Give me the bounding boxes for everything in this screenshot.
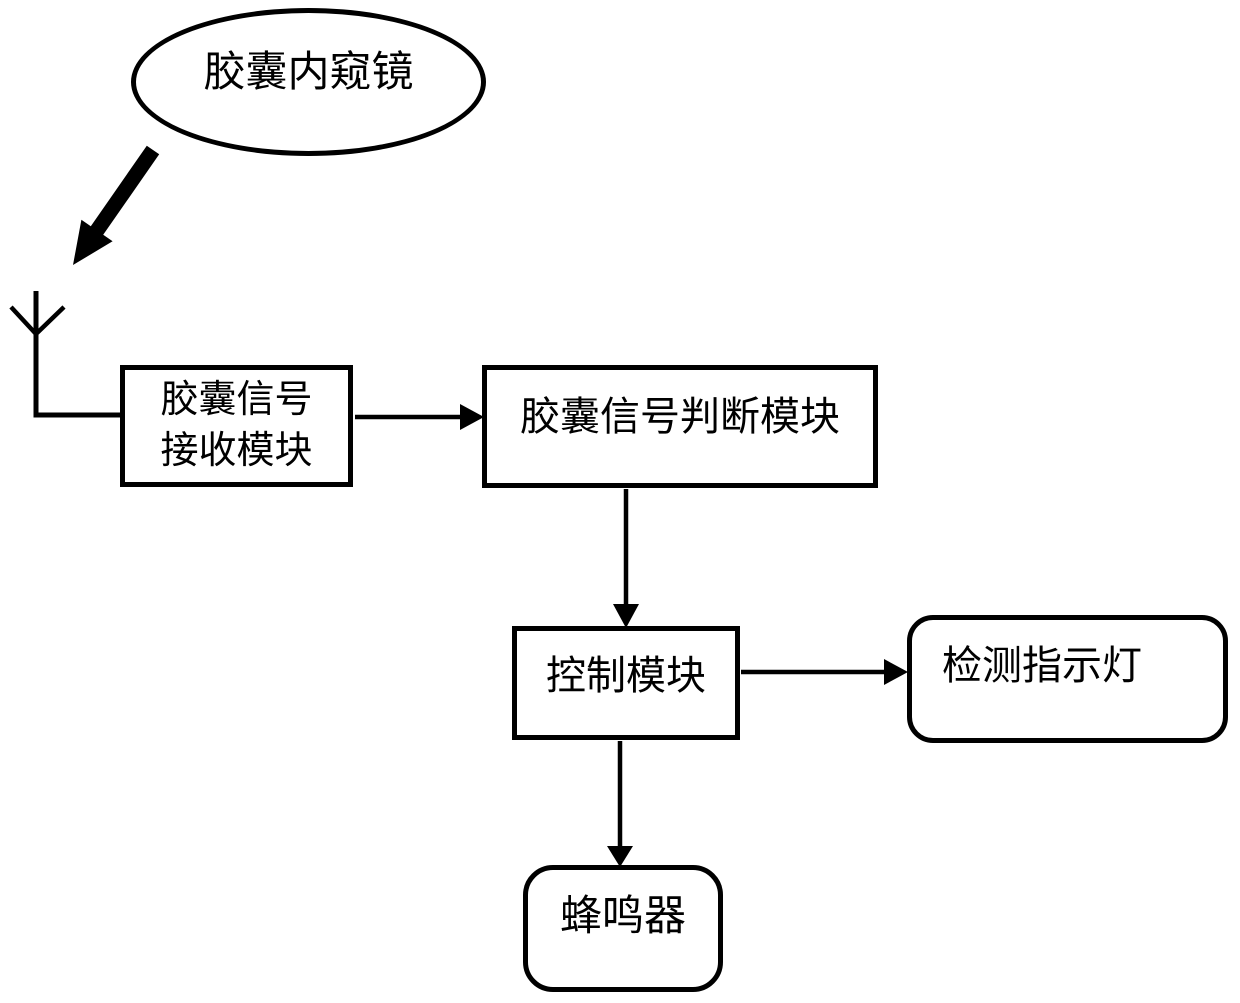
node-control-module: 控制模块 — [512, 626, 740, 740]
receiver-label-line2: 接收模块 — [160, 430, 313, 472]
node-capsule-endoscope: 胶囊内窥镜 — [131, 8, 486, 156]
arrow-control-to-indicator — [741, 659, 908, 685]
node-buzzer: 蜂鸣器 — [523, 865, 723, 992]
arrow-judge-to-control — [613, 489, 639, 628]
control-label: 控制模块 — [546, 653, 706, 698]
node-signal-judge-module: 胶囊信号判断模块 — [482, 365, 878, 488]
antenna-icon — [9, 291, 122, 418]
thick-arrow-icon — [73, 145, 160, 265]
arrow-receiver-to-judge — [355, 404, 484, 430]
receiver-label-line1: 胶囊信号 — [160, 379, 313, 421]
buzzer-label: 蜂鸣器 — [559, 894, 686, 940]
node-signal-receiver-module: 胶囊信号 接收模块 — [120, 365, 353, 487]
indicator-label: 检测指示灯 — [942, 643, 1142, 688]
judge-label: 胶囊信号判断模块 — [520, 394, 840, 439]
node-indicator-light: 检测指示灯 — [907, 615, 1228, 743]
arrow-control-to-buzzer — [607, 741, 633, 867]
capsule-endoscope-label: 胶囊内窥镜 — [203, 49, 414, 96]
